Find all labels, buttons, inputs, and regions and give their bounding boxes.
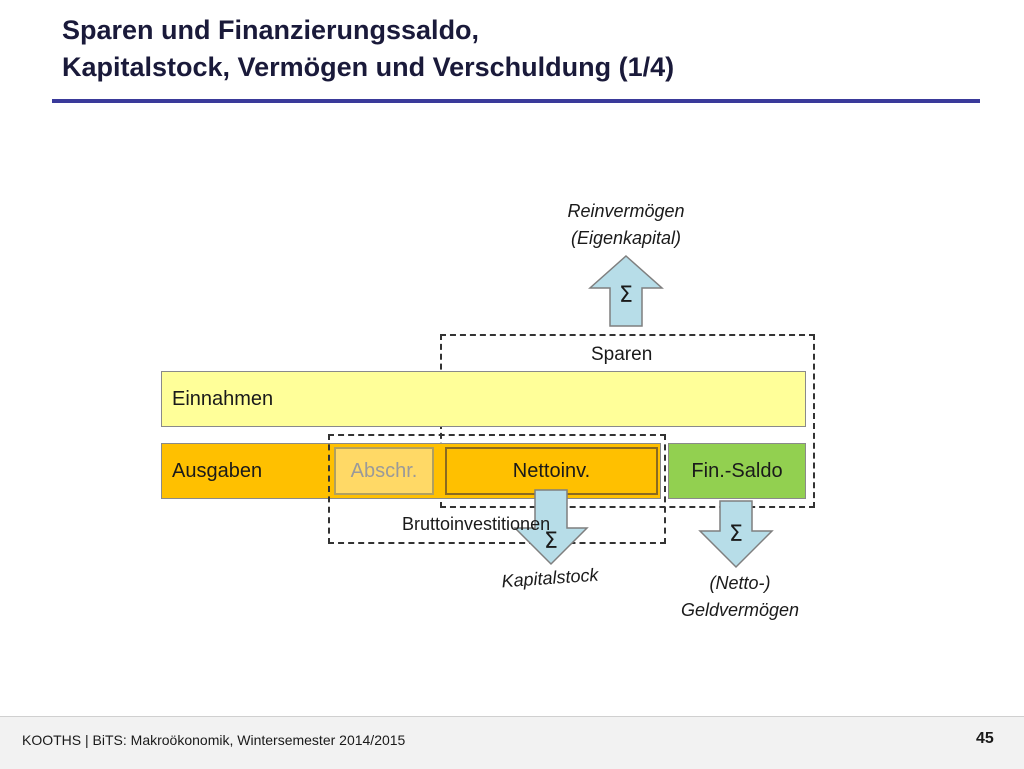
title-line-1: Sparen und Finanzierungssaldo, (62, 15, 480, 45)
nettoinv-box: Nettoinv. (445, 447, 658, 495)
reinvermoegen-text: Reinvermögen (567, 201, 685, 221)
ausgaben-label: Ausgaben (172, 459, 263, 482)
abschr-label: Abschr. (350, 459, 418, 482)
bruttoinvestitionen-dashed-group (328, 434, 666, 544)
title-underline (52, 99, 980, 103)
fin-saldo-label: Fin.-Saldo (691, 459, 783, 482)
page-number: 45 (976, 730, 994, 747)
einnahmen-bar: Einnahmen (161, 371, 806, 427)
sparen-label: Sparen (591, 344, 653, 365)
sum-down-arrow-geldvermoegen-icon: Σ (698, 500, 774, 569)
geldvermoegen-text: Geldvermögen (680, 600, 800, 620)
sum-down-arrow-kapitalstock-icon: Σ (513, 489, 589, 566)
sum-up-arrow-icon: Σ (588, 254, 664, 327)
reinvermoegen-label: Reinvermögen (Eigenkapital) (536, 198, 716, 252)
nettoinv-label: Nettoinv. (512, 459, 591, 482)
sigma-geldvermoegen-text: Σ (729, 522, 743, 547)
kapitalstock-label: Kapitalstock (500, 564, 600, 592)
footer-text: KOOTHS | BiTS: Makroökonomik, Winterseme… (22, 732, 406, 748)
bruttoinvestitionen-label: Bruttoinvestitionen (402, 514, 551, 534)
fin-saldo-box: Fin.-Saldo (668, 443, 806, 499)
sigma-up-text: Σ (619, 283, 633, 308)
sigma-kapitalstock-text: Σ (544, 529, 558, 554)
abschr-box: Abschr. (334, 447, 434, 495)
einnahmen-label: Einnahmen (172, 387, 274, 410)
footer-bar (0, 716, 1024, 769)
geldvermoegen-label: (Netto-) Geldvermögen (650, 570, 830, 624)
eigenkapital-text: (Eigenkapital) (570, 228, 682, 248)
title-line-2: Kapitalstock, Vermögen und Verschuldung … (62, 52, 675, 82)
netto-text: (Netto-) (709, 573, 771, 593)
slide-title: Sparen und Finanzierungssaldo, Kapitalst… (62, 12, 982, 86)
